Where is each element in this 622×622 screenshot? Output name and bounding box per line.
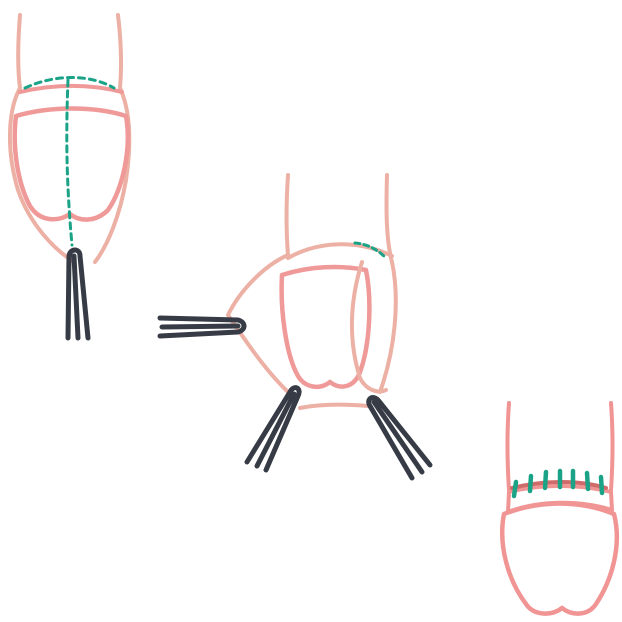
panel-1-incision-line bbox=[67, 80, 72, 245]
panel-1-heart-incision bbox=[10, 15, 129, 338]
panel-1-top-band bbox=[20, 86, 122, 92]
suture-stitch bbox=[545, 472, 546, 488]
panel-2-bottom-left-clamp bbox=[247, 388, 299, 470]
panel-1-heart bbox=[15, 109, 128, 220]
panel-2-heart-retraction bbox=[160, 175, 430, 478]
suture-stitch bbox=[587, 473, 588, 489]
suture-stitch bbox=[530, 476, 531, 491]
panel-2-bottom-right-clamp bbox=[369, 398, 430, 478]
suture-stitch bbox=[514, 482, 516, 496]
panel-2-left-clamp bbox=[160, 318, 244, 336]
panel-3-heart-closure bbox=[502, 403, 617, 614]
panel-1-clamp bbox=[68, 250, 88, 338]
suture-stitch bbox=[601, 477, 602, 493]
panel-3-heart bbox=[502, 504, 617, 614]
